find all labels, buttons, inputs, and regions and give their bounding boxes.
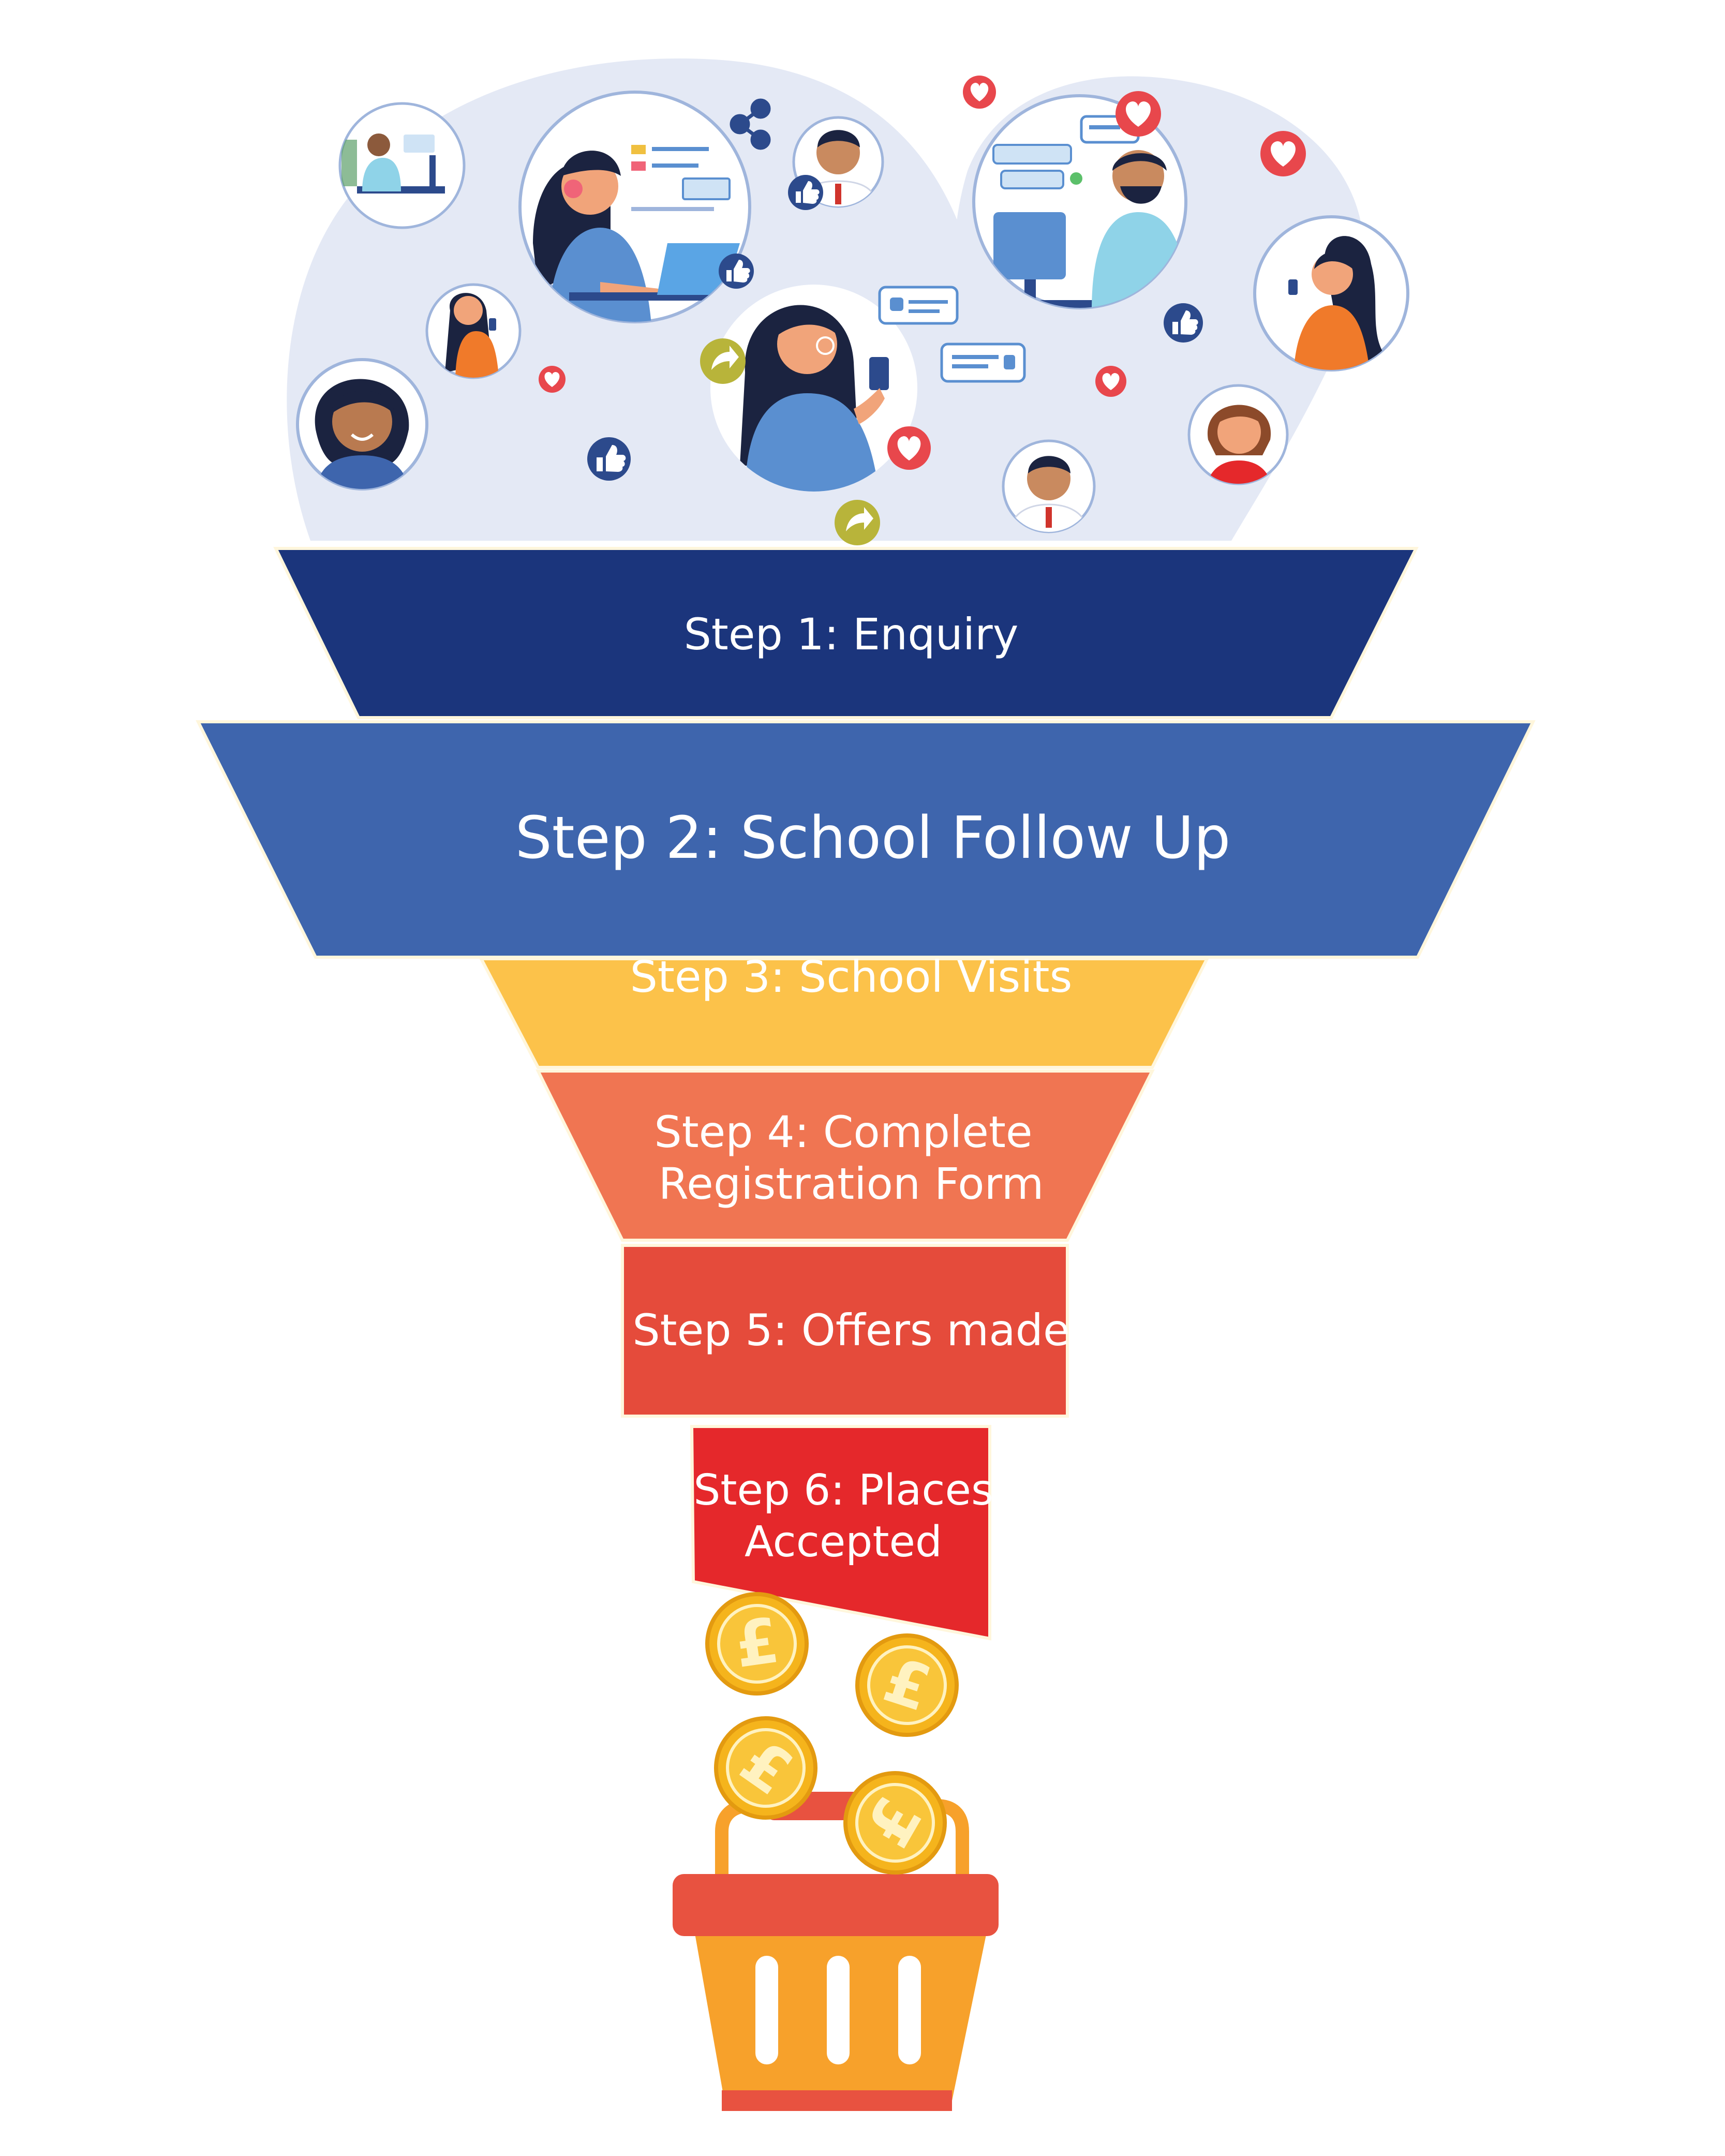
coin-icon: £: [855, 1633, 959, 1737]
funnel: Step 6: Places Accepted Step 5: Offers m…: [196, 547, 1536, 1641]
funnel-step-1-shape: [273, 547, 1419, 719]
funnel-step-6-label-line1: Step 6: Places: [693, 1466, 993, 1515]
funnel-step-3: Step 3: School Visits: [479, 951, 1210, 1069]
funnel-step-3-label: Step 3: School Visits: [630, 951, 1073, 1002]
avatar-woman-phone-center: [710, 285, 917, 492]
like-icon: [788, 175, 823, 210]
basket-slot: [827, 1956, 850, 2064]
share-icon: [730, 98, 771, 150]
like-icon: [587, 437, 631, 481]
avatar-woman-phone-small: [425, 283, 522, 379]
funnel-step-6-label-line2: Accepted: [745, 1518, 942, 1567]
social-illustration: [287, 58, 1409, 545]
heart-icon: [1116, 91, 1161, 137]
avatar-woman-headset: [518, 91, 751, 323]
funnel-step-2-label: Step 2: School Follow Up: [515, 805, 1231, 872]
funnel-step-6-shape: [690, 1425, 991, 1641]
funnel-step-6: Step 6: Places Accepted: [690, 1425, 993, 1641]
avatar-woman-phone-right: [1253, 215, 1409, 371]
funnel-step-2: Step 2: School Follow Up: [196, 720, 1536, 959]
coin-symbol: £: [731, 1605, 783, 1682]
avatar-man-desk: [338, 102, 466, 229]
heart-icon: [887, 426, 931, 470]
like-icon: [719, 254, 754, 289]
funnel-step-4-shape: [536, 1069, 1155, 1242]
funnel-step-1-label: Step 1: Enquiry: [684, 609, 1019, 660]
like-icon: [1164, 303, 1203, 343]
coin-icon: £: [714, 1716, 817, 1820]
chat-bubble-icon: [940, 343, 1026, 383]
avatar-woman-right: [1187, 384, 1289, 485]
heart-icon: [1260, 131, 1306, 176]
basket-base: [722, 2090, 952, 2111]
share-arrow-icon: [835, 500, 880, 545]
funnel-step-5-shape: [621, 1244, 1069, 1418]
shopping-basket: [673, 1792, 999, 2111]
heart-icon: [1095, 366, 1126, 397]
heart-icon: [539, 366, 566, 393]
funnel-step-5: Step 5: Offers made: [621, 1244, 1070, 1418]
funnel-step-4-label-line2: Registration Form: [659, 1158, 1044, 1209]
share-arrow-icon: [700, 338, 746, 384]
heart-icon: [963, 76, 996, 109]
coins: £ £ £ £: [705, 1592, 959, 1875]
chat-bubble-icon: [878, 286, 959, 325]
funnel-step-4-label-line1: Step 4: Complete: [654, 1107, 1032, 1157]
funnel-step-5-label: Step 5: Offers made: [632, 1305, 1069, 1356]
basket-rim: [673, 1874, 999, 1936]
coin-icon: £: [843, 1771, 947, 1875]
basket-slot: [755, 1956, 778, 2064]
coin-icon: £: [705, 1592, 809, 1696]
funnel-step-4: Step 4: Complete Registration Form: [536, 1069, 1155, 1242]
funnel-step-2-shape: [196, 720, 1536, 959]
basket-slot: [898, 1956, 921, 2064]
funnel-step-1: Step 1: Enquiry: [273, 547, 1419, 719]
